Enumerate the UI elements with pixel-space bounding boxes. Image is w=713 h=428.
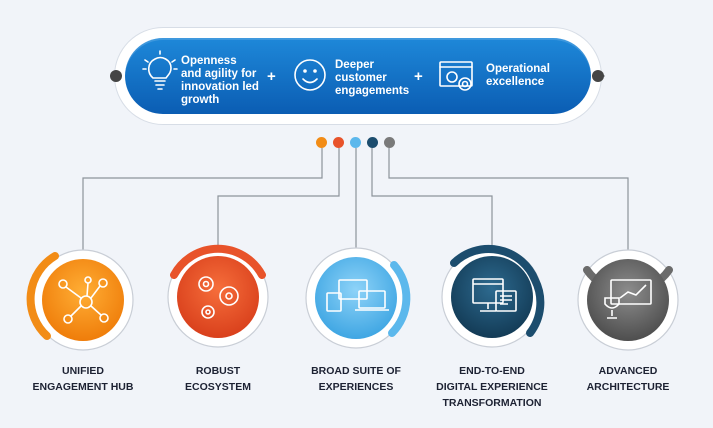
connector-dot-navy [367,137,378,148]
pillar-2-circle [167,244,269,348]
connector-dot-orange [316,137,327,148]
digital-screens-icon [472,278,517,312]
connector-line-4 [371,148,493,260]
pillar-4-label: END-TO-END DIGITAL EXPERIENCE TRANSFORMA… [436,365,548,409]
gear-window-icon [439,61,473,91]
connector-dot-gray [384,137,395,148]
connector-line-1 [82,148,323,262]
connector-dot-lightblue [350,137,361,148]
pillar-5-label: ADVANCED ARCHITECTURE [586,365,670,393]
network-hub-icon [58,276,109,324]
pillar-5-circle [577,249,679,351]
banner-item-3-text: Operational excellence [486,63,550,88]
connector-dot-red [333,137,344,148]
banner-item-1-text: Openness and agility for innovation led … [181,55,259,106]
banner-item-2-text: Deeper customer engagements [335,59,410,97]
banner-right-dot [592,70,604,82]
banner-item-1: Openness and agility for innovation led … [181,55,259,107]
banner-item-2: Deeper customer engagements [335,59,409,98]
lightbulb-icon [142,50,178,90]
banner-item-3: Operational excellence [486,63,550,89]
pillar-3-label: BROAD SUITE OF EXPERIENCES [311,365,401,393]
pillar-1-circle [26,249,134,351]
connector-line-5 [388,148,629,262]
pillar-4-circle [441,244,545,348]
devices-icon [326,279,389,312]
banner-left-dot [110,70,122,82]
pillar-1-label: UNIFIED ENGAGEMENT HUB [32,365,134,393]
plus-sign-1: + [267,68,276,85]
smiley-face-icon [294,59,326,91]
benefits-banner [125,38,591,114]
pillar-3-circle [305,247,411,349]
pillar-2-label: ROBUST ECOSYSTEM [185,365,251,393]
trophy-chart-icon [604,279,652,319]
plus-sign-2: + [414,68,423,85]
gears-icon [198,276,239,319]
connector-line-2 [217,148,340,260]
